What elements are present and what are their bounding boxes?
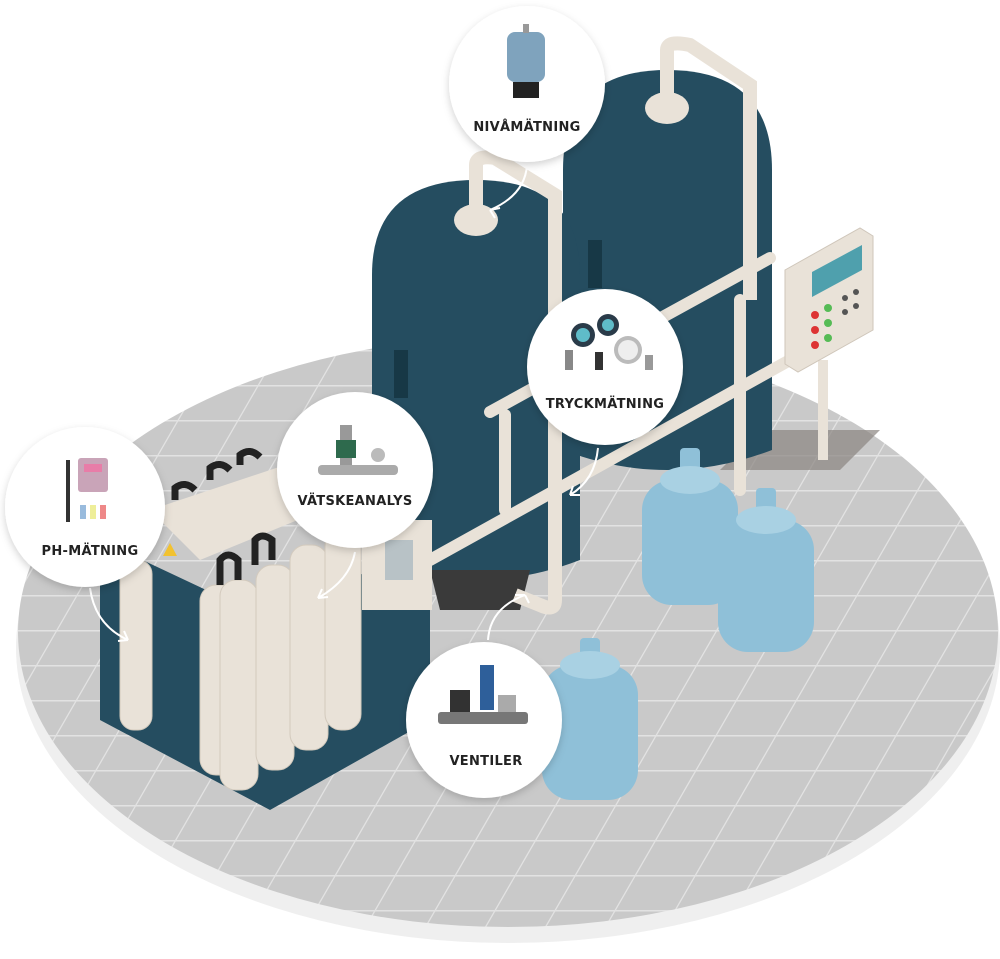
valves-icon: [438, 665, 528, 724]
flow-meter-icon: [318, 425, 398, 475]
pressure-gauges-icon: [565, 314, 653, 370]
callout-arrows: [89, 164, 599, 642]
callout-tryckmatning[interactable]: TRYCKMÄTNING: [527, 289, 683, 445]
warning-icon: [163, 543, 177, 556]
callout-nivamatning[interactable]: NIVÅMÄTNING: [449, 6, 605, 162]
callout-label: NIVÅMÄTNING: [473, 119, 580, 135]
callout-label: VENTILER: [449, 754, 522, 769]
callout-label: VÄTSKEANALYS: [297, 493, 412, 509]
ph-meter-icon: [66, 458, 108, 522]
callout-label: TRYCKMÄTNING: [546, 396, 664, 412]
level-sensor-icon: [507, 24, 545, 98]
callout-ph-matning[interactable]: PH-MÄTNING: [5, 427, 165, 587]
water-jugs: [542, 448, 814, 800]
callout-vatskeanalys[interactable]: VÄTSKEANALYS: [277, 392, 433, 548]
callout-ventiler[interactable]: VENTILER: [406, 642, 562, 798]
callout-label: PH-MÄTNING: [42, 543, 139, 559]
control-panel: [784, 227, 874, 460]
